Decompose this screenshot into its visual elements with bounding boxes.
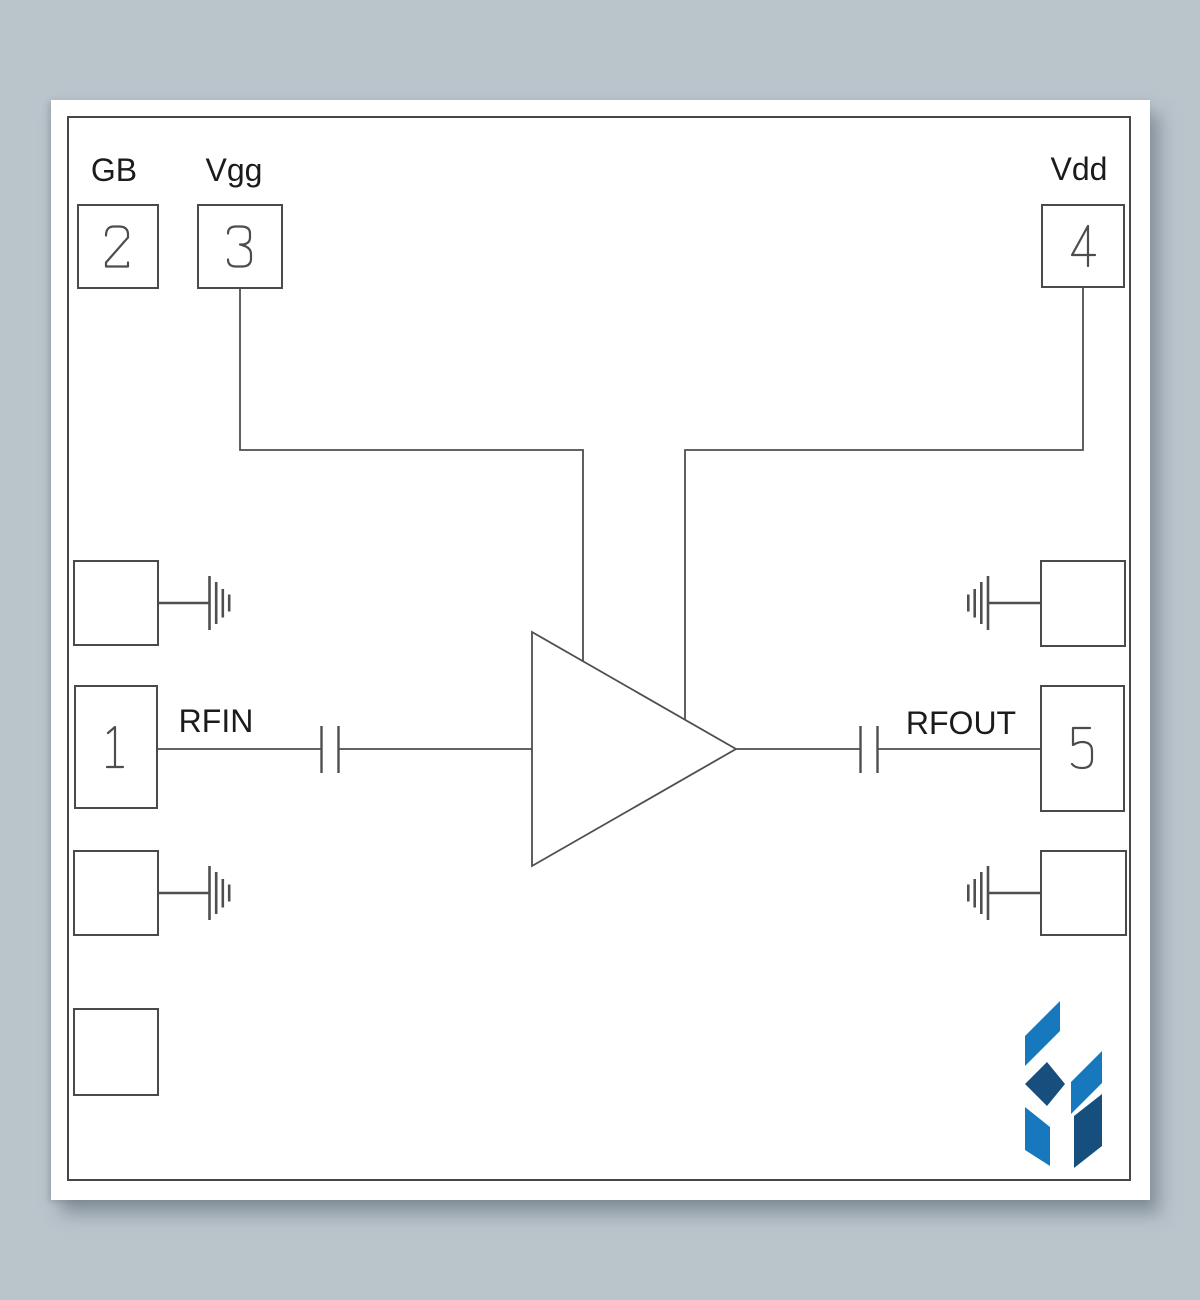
dc-block-capacitor-input-icon — [320, 726, 340, 773]
pad-vgg-number — [226, 225, 253, 268]
wire-vdd — [684, 287, 1084, 719]
logo-diamond — [1025, 1062, 1065, 1106]
pad-rfin-number — [105, 725, 125, 769]
amplifier-triangle-icon — [531, 630, 738, 868]
wire-vgg — [239, 288, 584, 661]
ground-symbol-left-top-icon — [158, 576, 231, 630]
pad-rfout-number — [1070, 726, 1094, 770]
schematic-border — [67, 116, 1131, 1181]
label-vgg: Vgg — [206, 152, 263, 188]
pad-ground-left-bottom — [73, 850, 159, 936]
pad-ground-right-top — [1040, 560, 1126, 647]
pad-rfout — [1040, 685, 1125, 812]
ground-symbol-right-top-icon — [967, 576, 1041, 630]
pad-ground-right-bottom — [1040, 850, 1127, 936]
dc-block-capacitor-output-icon — [859, 726, 879, 773]
logo-bar-right — [1074, 1094, 1102, 1168]
label-gb: GB — [91, 152, 137, 188]
logo-ribbon-right — [1071, 1051, 1102, 1114]
ground-symbol-left-bottom-icon — [158, 866, 231, 920]
manufacturer-logo-icon — [1025, 1001, 1102, 1168]
pad-gb-number — [104, 225, 130, 268]
pad-vdd — [1041, 204, 1125, 288]
logo-ribbon-top-left — [1025, 1001, 1060, 1066]
label-rfin: RFIN — [179, 703, 254, 739]
pad-ground-left-top — [73, 560, 159, 646]
pad-unconnected — [73, 1008, 159, 1096]
ground-symbol-right-bottom-icon — [967, 866, 1041, 920]
pad-vdd-number — [1070, 224, 1097, 268]
pad-gb — [77, 204, 159, 289]
logo-bar-left — [1025, 1107, 1050, 1166]
label-rfout: RFOUT — [906, 705, 1016, 741]
pad-vgg — [197, 204, 283, 289]
label-vdd: Vdd — [1051, 151, 1108, 187]
